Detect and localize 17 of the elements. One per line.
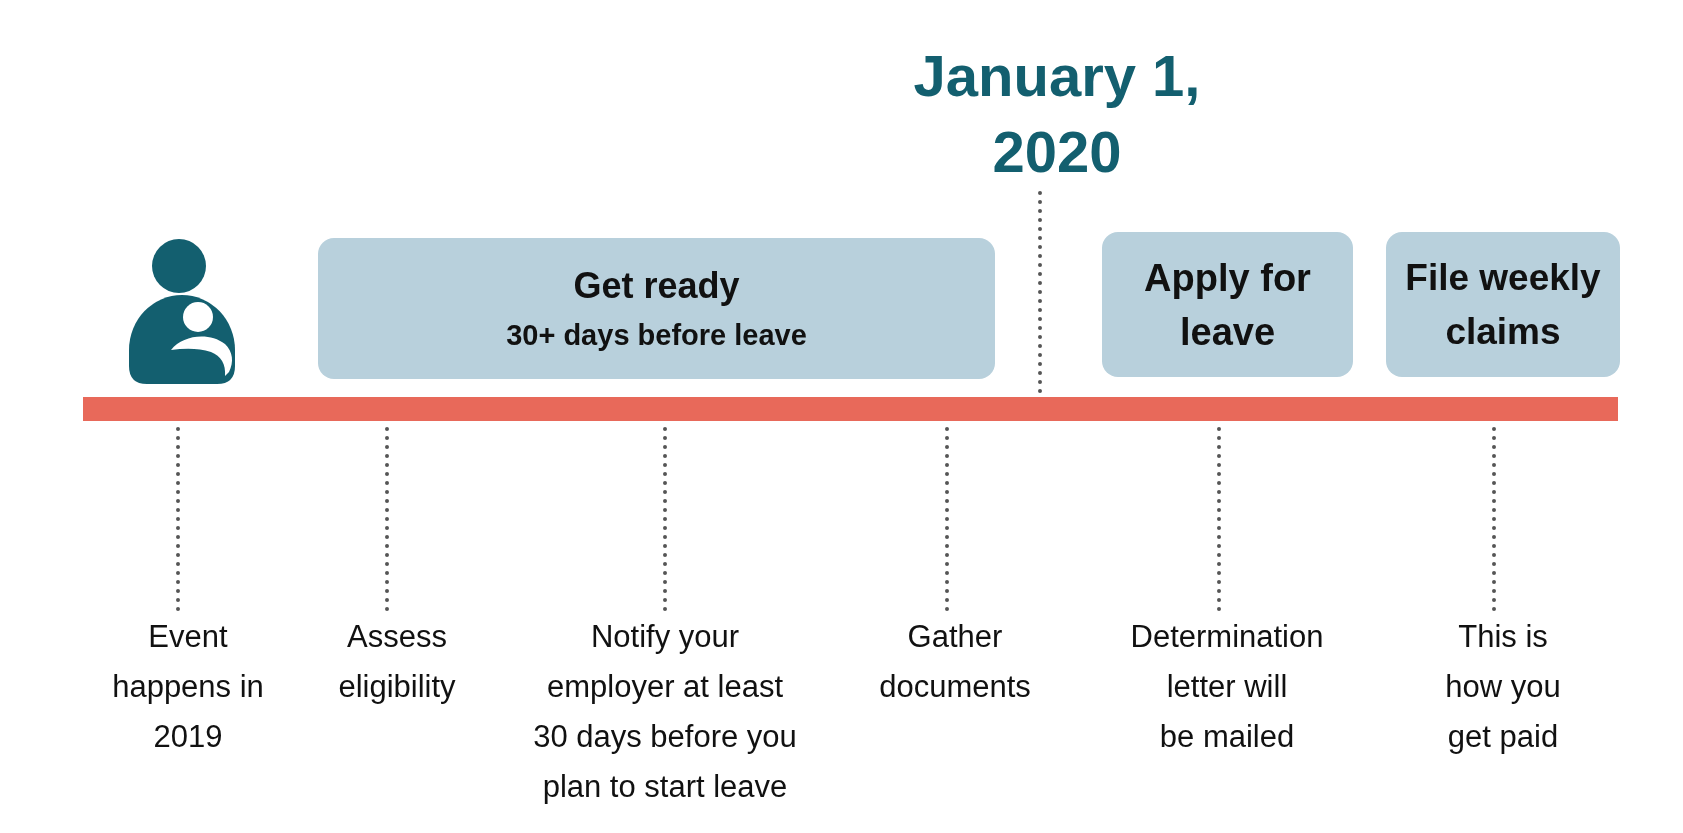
step-description: Assess eligibility (338, 612, 456, 712)
phase-card (318, 238, 995, 379)
phase-card (1386, 232, 1620, 377)
step-description: Notify your employer at least 30 days before you plan to start leave (533, 612, 797, 812)
phase-subtitle: 30+ days before leave (506, 317, 807, 353)
step-description: Determination letter will be mailed (1130, 612, 1324, 762)
step-description: Event happens in 2019 (112, 612, 264, 762)
phase-title: Get ready (573, 263, 740, 308)
phase-title: Apply for leave (1144, 255, 1311, 355)
person-with-baby-icon (129, 238, 237, 384)
timeline-bar (83, 397, 1618, 421)
date-heading: January 1, 2020 (913, 38, 1201, 190)
step-description: This is how you get paid (1445, 612, 1561, 762)
phase-card (1102, 232, 1353, 377)
phase-title: File weekly claims (1405, 255, 1601, 354)
step-description: Gather documents (879, 612, 1031, 712)
leader-line (1038, 191, 1042, 396)
